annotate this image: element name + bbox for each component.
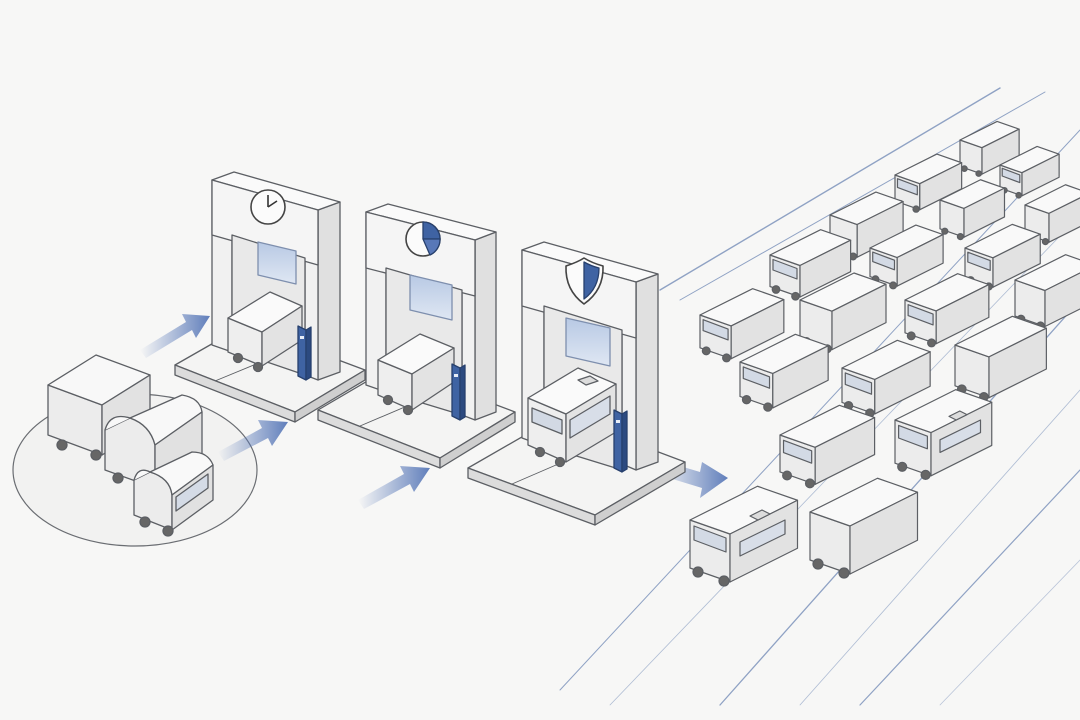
fleet-van bbox=[841, 339, 931, 418]
fleet-rv bbox=[894, 389, 993, 480]
gate-2-van bbox=[377, 333, 455, 416]
gate-3-rv bbox=[527, 367, 617, 468]
fleet-van bbox=[904, 273, 990, 348]
shield-icon bbox=[565, 257, 604, 305]
fleet-van bbox=[739, 333, 829, 412]
inspection-gate-2 bbox=[317, 203, 516, 469]
fleet-van bbox=[769, 229, 852, 301]
fleet-van bbox=[779, 404, 876, 489]
arrow-to-gate-2 bbox=[358, 466, 430, 509]
fleet-box-truck bbox=[809, 477, 919, 579]
fleet-box-truck bbox=[939, 179, 1006, 241]
fleet-van bbox=[999, 145, 1060, 199]
arrow-to-gate-1 bbox=[140, 314, 210, 358]
gate-3-scanner bbox=[613, 409, 628, 473]
inspection-gate-1 bbox=[174, 171, 366, 423]
fleet-box-truck bbox=[954, 315, 1047, 402]
fleet-van bbox=[699, 288, 785, 363]
fleet-box-truck bbox=[1024, 184, 1080, 246]
fleet-rv bbox=[689, 485, 799, 587]
arrow-to-gate-1-lower bbox=[218, 420, 288, 461]
gate-2-scanner bbox=[451, 363, 466, 421]
gate-3-screen bbox=[565, 317, 611, 367]
gate-2-screen bbox=[409, 274, 453, 321]
inspection-gate-3 bbox=[467, 241, 686, 526]
intake-area bbox=[12, 354, 258, 547]
gate-1-screen bbox=[257, 241, 297, 285]
fleet-box-truck bbox=[959, 120, 1020, 177]
gate-1-scanner bbox=[297, 325, 312, 381]
output-fleet bbox=[689, 120, 1080, 587]
intake-minivan bbox=[133, 451, 214, 537]
fleet-van bbox=[869, 224, 944, 290]
